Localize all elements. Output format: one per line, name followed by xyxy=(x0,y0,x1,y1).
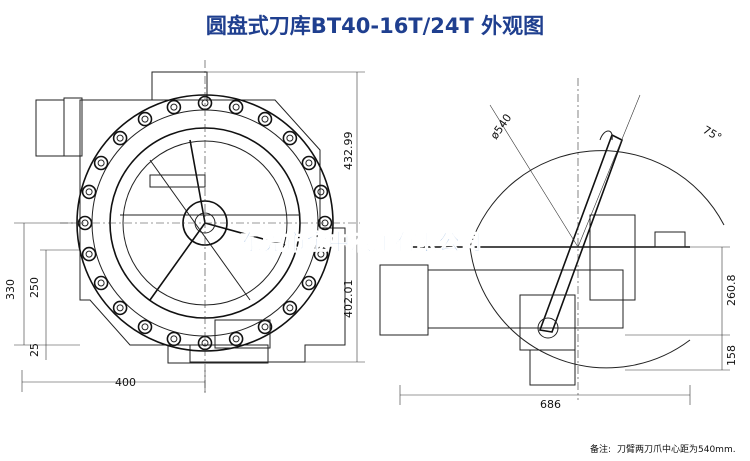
company-watermark: 东莞市金中液压有限公司 xyxy=(240,230,482,256)
tool-pocket xyxy=(137,111,153,127)
side-view xyxy=(379,78,725,400)
tool-pocket-core xyxy=(317,188,325,196)
base-block xyxy=(167,344,269,364)
arm-swing-arc-lower xyxy=(469,246,691,369)
disk-cross-lines xyxy=(120,159,300,301)
tool-pocket-core xyxy=(85,250,93,258)
tool-pocket-core xyxy=(286,134,294,142)
tool-pocket xyxy=(301,155,317,171)
tool-pocket xyxy=(112,130,128,146)
dim-25: 25 xyxy=(28,343,41,357)
dim-402-01: 402.01 xyxy=(342,280,355,319)
tool-pocket xyxy=(93,155,109,171)
tool-pocket xyxy=(282,130,298,146)
tool-pocket-core xyxy=(232,103,240,111)
housing-outline xyxy=(79,99,346,363)
tool-pocket xyxy=(228,99,244,115)
phi-leader-line xyxy=(489,104,579,248)
motor-housing xyxy=(214,319,271,349)
tool-pocket xyxy=(313,184,329,200)
tool-pocket-core xyxy=(141,323,149,331)
arm-gripper-top xyxy=(599,130,613,141)
tool-pocket-core xyxy=(232,335,240,343)
tool-pocket-core xyxy=(116,134,124,142)
arm-swing-arc xyxy=(469,150,725,248)
tool-pocket-core xyxy=(170,103,178,111)
dim-250: 250 xyxy=(28,277,41,298)
tool-pocket-core xyxy=(286,304,294,312)
tool-pocket xyxy=(228,331,244,347)
arm-support xyxy=(589,214,636,301)
dim-phi-540: ø540 xyxy=(488,112,515,142)
left-mount-block xyxy=(35,99,65,157)
arm-gripper-right xyxy=(654,231,686,248)
tool-pocket xyxy=(93,275,109,291)
dim-angle-75: 75° xyxy=(701,123,724,144)
dim-330: 330 xyxy=(4,279,17,300)
tool-pocket xyxy=(81,184,97,200)
tool-pocket-core xyxy=(305,279,313,287)
side-frame xyxy=(427,269,624,329)
tool-pocket-core xyxy=(97,279,105,287)
tool-pocket xyxy=(282,300,298,316)
tool-pocket-core xyxy=(261,323,269,331)
tool-pocket xyxy=(112,300,128,316)
tool-pocket xyxy=(137,319,153,335)
front-view-dimensions xyxy=(14,71,365,392)
drive-motor xyxy=(529,349,576,386)
side-view-dimensions xyxy=(399,246,730,405)
dim-432-99: 432.99 xyxy=(342,132,355,171)
tool-pocket xyxy=(81,246,97,262)
index-arm xyxy=(149,174,206,188)
angle-ref-line xyxy=(577,94,641,248)
tool-pocket xyxy=(166,99,182,115)
disk-spokes xyxy=(149,139,286,301)
dim-686: 686 xyxy=(540,398,561,411)
drive-gearbox xyxy=(519,294,576,351)
tool-pocket-core xyxy=(261,115,269,123)
tool-pocket-core xyxy=(97,159,105,167)
drawing-title: 圆盘式刀库BT40-16T/24T 外观图 xyxy=(205,14,545,38)
tool-change-arm xyxy=(538,133,623,333)
tool-pocket xyxy=(257,111,273,127)
dim-400: 400 xyxy=(115,376,136,389)
tool-pocket-core xyxy=(116,304,124,312)
tool-pocket-core xyxy=(305,159,313,167)
tool-pocket-core xyxy=(170,335,178,343)
tool-pocket-core xyxy=(85,188,93,196)
front-view xyxy=(35,60,360,395)
tool-pockets xyxy=(77,95,333,351)
drive-pulley xyxy=(537,317,559,339)
tool-pocket xyxy=(301,275,317,291)
side-mount-flange xyxy=(379,264,429,336)
left-mount-plate xyxy=(63,97,83,157)
remark-text: 刀臂两刀爪中心距为540mm. xyxy=(617,443,736,455)
dim-158: 158 xyxy=(725,345,738,366)
tool-pocket-core xyxy=(317,250,325,258)
remark-label: 备注: xyxy=(590,443,611,455)
tool-pocket-core xyxy=(141,115,149,123)
tool-pocket xyxy=(313,246,329,262)
dim-260-8: 260.8 xyxy=(725,275,738,307)
tool-pocket xyxy=(166,331,182,347)
